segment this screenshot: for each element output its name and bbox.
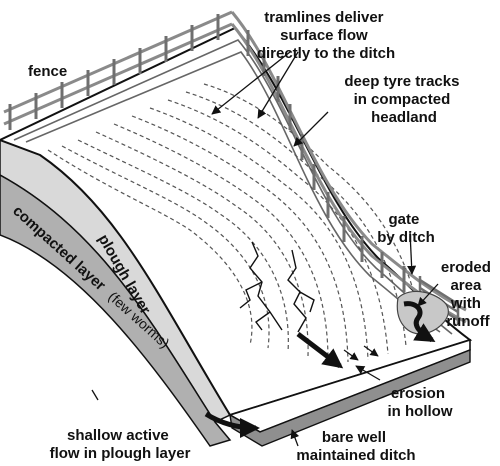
- tyre-tracks-label: deep tyre tracks in compacted headland: [344, 73, 463, 126]
- erosion-rills: [239, 241, 315, 333]
- gate-runoff-arrow: [403, 301, 436, 343]
- hollow-flow-arrow: [296, 332, 344, 369]
- erosion-label: erosion in hollow: [388, 385, 453, 420]
- tramlines-label: tramlines deliver surface flow directly …: [257, 9, 395, 62]
- gate-label: gate by ditch: [377, 211, 435, 246]
- fence-posts: [8, 14, 406, 292]
- leader-arrows: [91, 51, 439, 447]
- shallow-flow-label: shallow active flow in plough layer: [50, 427, 191, 462]
- shallow-flow-arrow: [204, 411, 260, 438]
- fence-label: fence: [28, 63, 67, 80]
- compacted-layer-band: [0, 174, 232, 447]
- hollow-flow-arrow-small: [343, 349, 359, 361]
- eroded-label: eroded area with runoff: [441, 259, 495, 330]
- ditch-label: bare well maintained ditch: [296, 429, 415, 464]
- tramlines: [47, 83, 425, 363]
- hollow-flow-arrow-small-2: [363, 345, 379, 357]
- ditch-floor: [229, 348, 471, 447]
